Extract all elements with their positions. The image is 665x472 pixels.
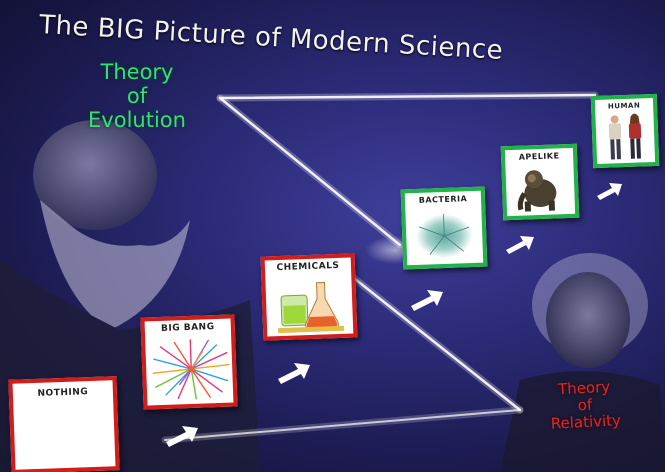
theory-of-evolution-label: Theory of Evolution [62, 60, 212, 132]
stage-card-big-bang: BIG BANG [140, 314, 238, 410]
ape-icon [517, 170, 557, 212]
einstein-portrait [500, 253, 665, 472]
evolution-line-2: of [126, 84, 148, 108]
stage-card-bacteria: BACTERIA [400, 186, 488, 270]
stage-label: BIG BANG [160, 322, 215, 334]
stage-card-nothing: NOTHING [8, 376, 120, 472]
stage-label: NOTHING [37, 387, 89, 399]
chemistry-flasks-icon [278, 281, 345, 334]
stage-card-apelike: APELIKE [500, 143, 580, 221]
stage-card-chemicals: CHEMICALS [260, 253, 358, 341]
big-bang-burst-icon [152, 339, 230, 400]
bacteria-icon [416, 213, 473, 259]
humans-icon [608, 113, 642, 160]
arrow-icon-1 [166, 426, 198, 447]
arrow-icon-4 [506, 236, 534, 254]
evolution-line-1: Theory [100, 60, 174, 84]
stage-card-human: HUMAN [590, 93, 660, 169]
arrow-icon-2 [278, 363, 310, 384]
evolution-line-3: Evolution [88, 108, 186, 132]
theory-of-relativity-label: Theory of Relativity [519, 377, 651, 435]
arrow-icon-5 [597, 183, 622, 200]
glowing-funnel [161, 91, 599, 444]
stage-label: BACTERIA [418, 194, 468, 205]
arrow-icon-3 [411, 290, 443, 311]
stage-label: APELIKE [518, 151, 560, 162]
stage-label: CHEMICALS [276, 260, 340, 274]
